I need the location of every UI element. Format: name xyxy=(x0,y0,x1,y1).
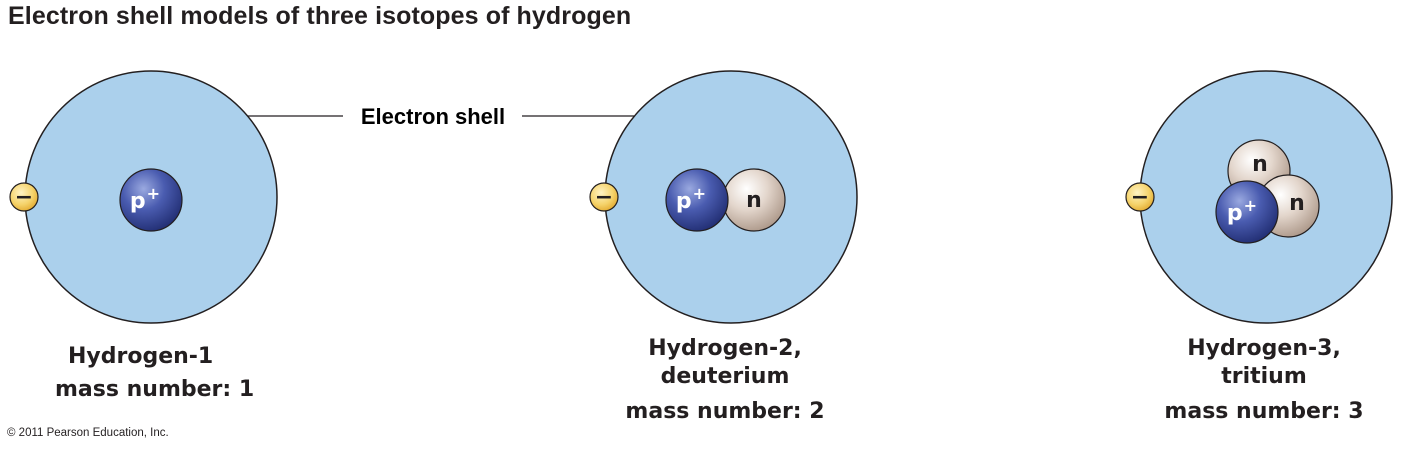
electron: − xyxy=(9,182,39,212)
copyright-notice: © 2011 Pearson Education, Inc. xyxy=(7,427,169,439)
mass-number-label: mass number: 2 xyxy=(625,399,825,424)
electron-symbol: − xyxy=(1131,185,1149,210)
electron-shell-label: Electron shell xyxy=(361,104,505,129)
atom-hydrogen-3: n n p+ − xyxy=(1125,70,1393,324)
isotope-alt-name: deuterium xyxy=(660,364,790,389)
electron-symbol: − xyxy=(15,185,33,210)
neutron: n xyxy=(722,168,786,232)
isotope-name: Hydrogen-3, xyxy=(1187,336,1341,361)
svg-text:p+: p+ xyxy=(1227,196,1257,226)
proton-charge: + xyxy=(147,184,160,203)
svg-text:p+: p+ xyxy=(676,184,706,214)
proton-symbol: p xyxy=(130,189,146,214)
neutron-symbol: n xyxy=(1289,191,1305,216)
electron: − xyxy=(589,182,619,212)
proton-symbol: p xyxy=(1227,201,1243,226)
isotope-caption-hydrogen-2: Hydrogen-2, deuterium mass number: 2 xyxy=(600,335,850,426)
atom-hydrogen-2: n p+ − xyxy=(589,70,858,324)
diagram-title: Electron shell models of three isotopes … xyxy=(8,2,632,30)
isotope-caption-hydrogen-3: Hydrogen-3, tritium mass number: 3 xyxy=(1139,335,1389,426)
isotope-name: Hydrogen-1 xyxy=(68,344,214,369)
mass-number-label: mass number: 1 xyxy=(55,377,255,402)
svg-text:p+: p+ xyxy=(130,184,160,214)
proton: p+ xyxy=(1215,180,1279,244)
proton: p+ xyxy=(119,168,183,232)
electron: − xyxy=(1125,182,1155,212)
electron-symbol: − xyxy=(595,185,613,210)
neutron-symbol: n xyxy=(746,188,762,213)
isotope-name: Hydrogen-2, xyxy=(648,336,802,361)
mass-number-label: mass number: 3 xyxy=(1164,399,1364,424)
proton-charge: + xyxy=(693,184,706,203)
proton: p+ xyxy=(665,168,729,232)
atom-hydrogen-1: p+ − xyxy=(9,70,278,324)
proton-symbol: p xyxy=(676,189,692,214)
isotope-alt-name: tritium xyxy=(1221,364,1307,389)
isotope-caption-hydrogen-1: Hydrogen-1 mass number: 1 xyxy=(55,343,254,404)
proton-charge: + xyxy=(1244,196,1257,215)
neutron-symbol: n xyxy=(1252,152,1268,177)
